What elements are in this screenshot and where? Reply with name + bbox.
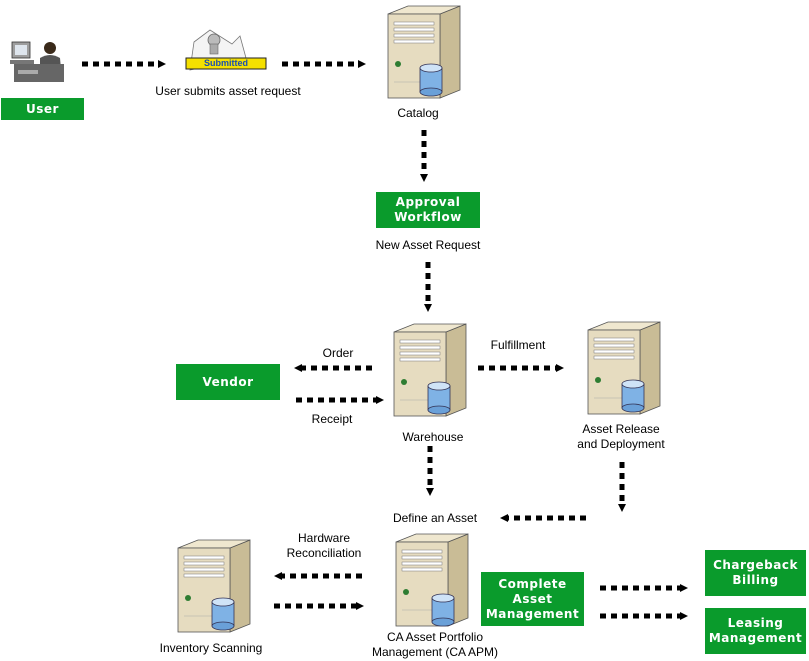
database-icon xyxy=(419,63,443,97)
hardware-reconciliation-label-line1: Hardware xyxy=(297,531,351,545)
chargeback-billing-box: Chargeback Billing xyxy=(705,550,806,596)
warehouse-label: Warehouse xyxy=(402,430,464,444)
submit-caption: User submits asset request xyxy=(155,84,301,98)
user-box: User xyxy=(1,98,84,120)
flow-arrows xyxy=(82,60,688,620)
submitted-tag: Submitted xyxy=(204,58,248,68)
asset-release-label-line1: Asset Release xyxy=(582,422,660,436)
order-label: Order xyxy=(322,346,354,360)
leasing-management-box: Leasing Management xyxy=(705,608,806,654)
catalog-server-icon xyxy=(387,5,461,99)
apm-server-icon xyxy=(395,533,469,627)
asset-release-label-line2: and Deployment xyxy=(577,437,665,451)
warehouse-server-icon xyxy=(393,323,467,417)
ca-apm-label-line2: Management (CA APM) xyxy=(371,645,499,659)
receipt-label: Receipt xyxy=(311,412,353,426)
release-server-icon xyxy=(587,321,661,415)
ca-apm-label-line1: CA Asset Portfolio xyxy=(386,630,484,644)
submitted-stamp-icon xyxy=(185,29,267,71)
fulfillment-label: Fulfillment xyxy=(490,338,546,352)
approval-workflow-box: Approval Workflow xyxy=(376,192,480,228)
complete-asset-management-box: Complete Asset Management xyxy=(481,572,584,626)
inventory-server-icon xyxy=(177,539,251,633)
vendor-box: Vendor xyxy=(176,364,280,400)
catalog-label: Catalog xyxy=(397,106,439,120)
define-asset-label: Define an Asset xyxy=(392,511,478,525)
inventory-scanning-label: Inventory Scanning xyxy=(159,641,263,655)
new-asset-request-label: New Asset Request xyxy=(375,238,481,252)
user-at-computer-icon xyxy=(10,41,64,82)
hardware-reconciliation-label-line2: Reconciliation xyxy=(286,546,362,560)
